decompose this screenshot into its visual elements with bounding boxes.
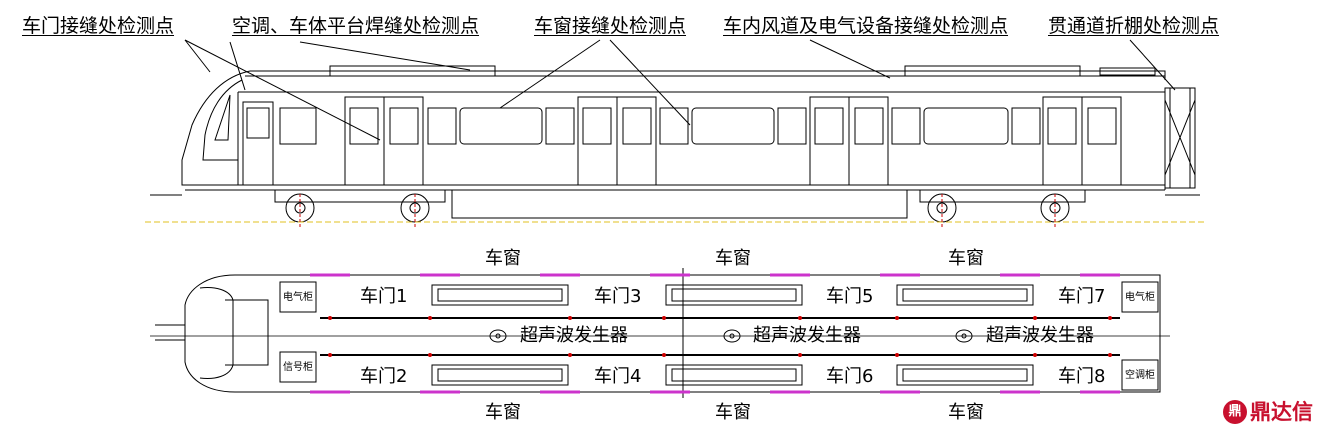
- cabinet-electrical-front-label: 电气柜: [283, 292, 313, 303]
- window-label-bottom-2: 车窗: [715, 402, 751, 423]
- side-window-large-3: [923, 107, 1009, 145]
- cab-nose: [181, 70, 251, 186]
- callout-gangway-bellows: 贯通道折棚处检测点: [1048, 15, 1220, 37]
- window-label-top-2: 车窗: [715, 248, 751, 269]
- cabinet-ac-label: 空调柜: [1125, 370, 1155, 381]
- window-label-top-3: 车窗: [948, 248, 984, 269]
- side-window-large-2: [691, 107, 775, 145]
- roof-ac-unit-1: [329, 65, 496, 77]
- logo-text: 鼎达信: [1250, 400, 1313, 424]
- window-label-top-1: 车窗: [485, 248, 521, 269]
- callout-ac-platform-weld: 空调、车体平台焊缝处检测点: [232, 15, 480, 37]
- cabinet-signal: [279, 351, 317, 383]
- callout-leaders: [184, 39, 1176, 141]
- gangway-bellows: [1164, 87, 1196, 189]
- detection-points: [328, 316, 1112, 357]
- door-label-7: 车门7: [1058, 286, 1106, 307]
- door-label-3: 车门3: [594, 286, 642, 307]
- cab-plan: [199, 287, 234, 379]
- logo-mark-icon: 鼎: [1223, 400, 1247, 424]
- callout-window-joint: 车窗接缝处检测点: [534, 15, 687, 37]
- window-markers: [310, 273, 1120, 394]
- door-label-2: 车门2: [360, 366, 408, 387]
- ultrasonic-label-2: 超声波发生器: [753, 325, 861, 346]
- callout-duct-equipment-joint: 车内风道及电气设备接缝处检测点: [723, 15, 1009, 37]
- ultrasonic-label-1: 超声波发生器: [520, 325, 628, 346]
- brand-logo: 鼎 鼎达信: [1223, 398, 1313, 426]
- cabinet-ac: [1121, 359, 1159, 391]
- cabinet-electrical-front: [279, 281, 317, 313]
- callout-door-joint: 车门接缝处检测点: [22, 15, 175, 37]
- door-label-6: 车门6: [826, 366, 874, 387]
- cabinet-electrical-rear-label: 电气柜: [1125, 292, 1155, 303]
- door-label-5: 车门5: [826, 286, 874, 307]
- door-label-8: 车门8: [1058, 366, 1106, 387]
- underframe-box: [451, 189, 908, 219]
- cabinet-electrical-rear: [1121, 281, 1159, 313]
- side-window-large-1: [459, 107, 543, 145]
- window-label-bottom-1: 车窗: [485, 402, 521, 423]
- window-label-bottom-3: 车窗: [948, 402, 984, 423]
- door-label-1: 车门1: [360, 286, 408, 307]
- roof-ac-unit-2: [904, 65, 1081, 77]
- ultrasonic-label-3: 超声波发生器: [986, 325, 1094, 346]
- cabinet-signal-label: 信号柜: [283, 362, 313, 373]
- door-label-4: 车门4: [594, 366, 642, 387]
